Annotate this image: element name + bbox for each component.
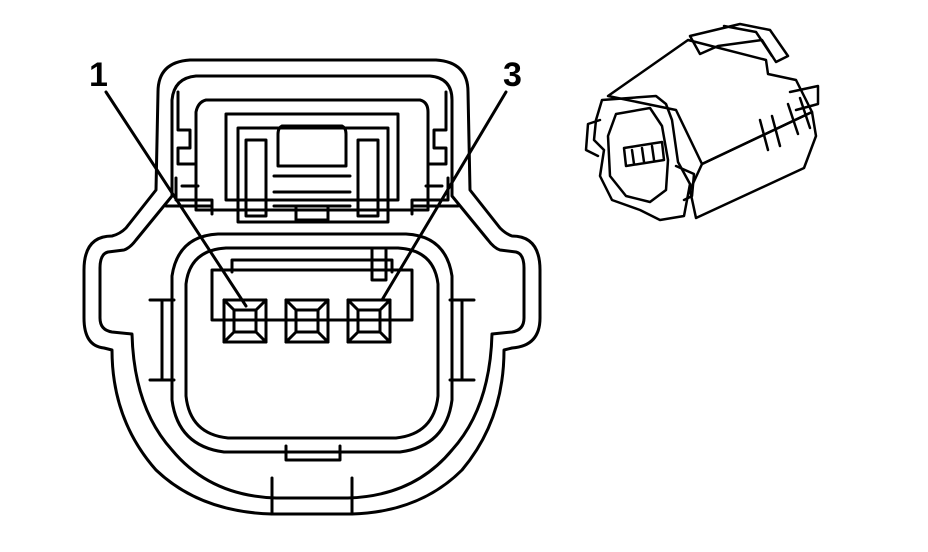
iso-face-inner	[606, 106, 670, 204]
leader-line-pin-3	[380, 90, 508, 302]
leader-line-pin-1	[104, 90, 248, 308]
iso-latch	[688, 22, 790, 64]
latch-ribs	[244, 138, 380, 218]
connector-inner-housing	[98, 74, 526, 500]
terminal-block	[210, 268, 414, 322]
pin-cavity-1	[222, 298, 268, 344]
pin-cavity-3	[346, 298, 392, 344]
latch-tab	[276, 124, 348, 168]
latch-frame	[176, 90, 448, 178]
latch-window	[294, 204, 330, 222]
bottom-key	[270, 476, 354, 516]
iso-pins	[622, 140, 666, 168]
pin-cavity-2	[284, 298, 330, 344]
latch-rails	[164, 176, 460, 216]
cavity-rails	[148, 298, 476, 382]
connector-isometric-view	[584, 22, 820, 222]
latch-inner-block	[236, 126, 390, 224]
iso-face-flange	[584, 118, 696, 202]
pin-label-3: 3	[503, 56, 522, 94]
iso-rear-ribs	[758, 84, 820, 152]
cavity-shroud-inner	[184, 246, 440, 440]
latch-outer	[194, 98, 430, 212]
latch-top-bar	[224, 112, 400, 202]
iso-face	[592, 94, 692, 222]
pin-label-1: 1	[89, 56, 108, 94]
cavity-shroud-outer	[170, 232, 454, 454]
terminal-block-top	[230, 248, 394, 282]
connector-face-view	[82, 58, 542, 516]
